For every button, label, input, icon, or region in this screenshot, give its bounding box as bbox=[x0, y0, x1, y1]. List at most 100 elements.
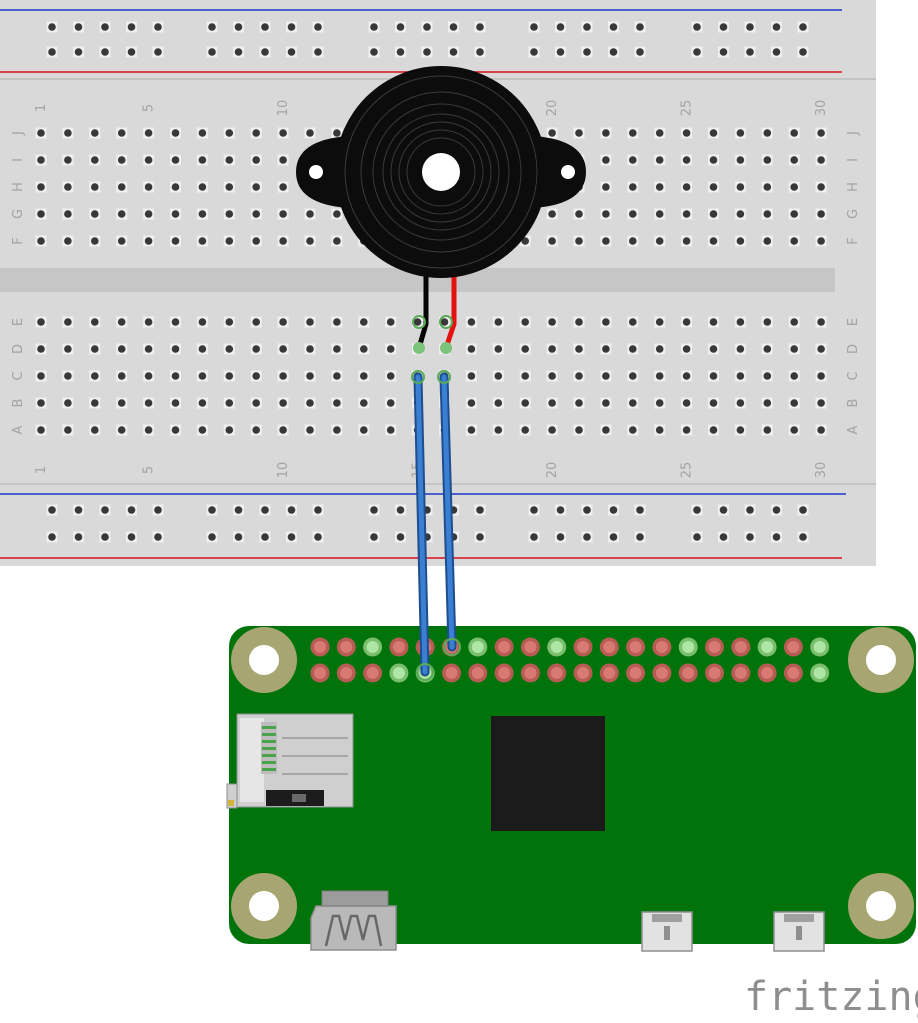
breadboard-hole bbox=[333, 372, 341, 380]
breadboard-hole bbox=[602, 210, 610, 218]
breadboard-hole bbox=[261, 23, 269, 31]
breadboard-hole bbox=[556, 533, 565, 541]
breadboard-hole bbox=[772, 506, 781, 514]
breadboard-hole bbox=[234, 533, 243, 541]
buzzer-lead-black bbox=[416, 276, 429, 349]
breadboard-hole bbox=[709, 237, 718, 245]
column-number: 1 bbox=[34, 104, 49, 112]
buzzer-flange-hole bbox=[561, 165, 575, 179]
breadboard-hole bbox=[279, 318, 287, 326]
gpio-pin bbox=[761, 667, 774, 679]
breadboard-hole bbox=[154, 533, 162, 541]
breadboard-hole bbox=[817, 372, 825, 380]
gpio-pin bbox=[813, 667, 826, 679]
breadboard-hole bbox=[790, 210, 798, 218]
breadboard-hole bbox=[719, 533, 728, 541]
breadboard-hole bbox=[494, 318, 503, 326]
breadboard-hole bbox=[548, 210, 556, 218]
mounting-hole bbox=[249, 891, 279, 921]
breadboard-hole bbox=[37, 399, 45, 407]
breadboard-hole bbox=[64, 156, 72, 164]
breadboard-hole bbox=[91, 372, 99, 380]
gpio-pin bbox=[392, 641, 405, 653]
breadboard-hole bbox=[333, 210, 341, 218]
breadboard-hole bbox=[127, 48, 136, 56]
breadboard-hole bbox=[682, 237, 691, 245]
row-letter: F bbox=[846, 237, 861, 244]
breadboard-hole bbox=[198, 156, 207, 164]
breadboard-hole bbox=[682, 183, 691, 191]
breadboard-hole bbox=[548, 237, 556, 245]
column-number: 30 bbox=[814, 462, 829, 479]
breadboard-hole bbox=[736, 345, 745, 353]
buzzer-ring bbox=[344, 75, 538, 269]
breadboard-hole bbox=[575, 426, 583, 434]
breadboard-hole bbox=[225, 183, 234, 191]
breadboard-hole bbox=[817, 210, 825, 218]
breadboard-hole bbox=[467, 372, 476, 380]
breadboard-hole bbox=[682, 372, 691, 380]
piezo-buzzer-icon bbox=[296, 66, 586, 278]
breadboard-hole bbox=[817, 237, 825, 245]
breadboard-hole bbox=[629, 345, 637, 353]
breadboard-hole bbox=[386, 345, 395, 353]
breadboard-hole bbox=[817, 318, 825, 326]
breadboard-hole bbox=[117, 426, 126, 434]
breadboard-hole bbox=[306, 210, 314, 218]
breadboard-hole bbox=[91, 129, 99, 137]
breadboard-hole bbox=[252, 372, 260, 380]
breadboard-hole bbox=[101, 506, 109, 514]
gpio-pin bbox=[813, 641, 826, 653]
row-letter: H bbox=[846, 182, 861, 192]
breadboard-hole bbox=[386, 372, 395, 380]
breadboard-hole bbox=[817, 129, 825, 137]
column-number: 20 bbox=[545, 100, 560, 117]
row-letter: A bbox=[11, 425, 26, 434]
breadboard-hole bbox=[709, 129, 718, 137]
breadboard-hole bbox=[709, 318, 718, 326]
breadboard-hole bbox=[476, 23, 484, 31]
breadboard-hole bbox=[37, 237, 45, 245]
breadboard-hole bbox=[763, 183, 772, 191]
breadboard-hole bbox=[817, 426, 825, 434]
breadboard-hole bbox=[64, 318, 72, 326]
lead-pin-highlights bbox=[411, 315, 461, 681]
breadboard-hole bbox=[655, 372, 664, 380]
breadboard-hole bbox=[64, 237, 72, 245]
breadboard-hole bbox=[423, 48, 431, 56]
breadboard-hole bbox=[530, 533, 538, 541]
mini-hdmi-port-icon bbox=[310, 890, 397, 951]
breadboard-hole bbox=[746, 48, 754, 56]
breadboard-hole bbox=[476, 533, 484, 541]
breadboard-hole bbox=[386, 426, 395, 434]
breadboard-hole bbox=[91, 156, 99, 164]
breadboard-hole bbox=[287, 23, 296, 31]
breadboard-hole bbox=[171, 345, 180, 353]
breadboard-hole bbox=[521, 318, 529, 326]
breadboard-hole bbox=[386, 399, 395, 407]
column-number: 30 bbox=[814, 100, 829, 117]
breadboard-hole bbox=[198, 183, 207, 191]
breadboard-hole bbox=[74, 533, 83, 541]
breadboard-hole bbox=[719, 23, 728, 31]
gpio-pin bbox=[682, 641, 695, 653]
mounting-holes bbox=[231, 627, 914, 939]
breadboard-hole bbox=[583, 533, 591, 541]
breadboard-hole bbox=[602, 129, 610, 137]
breadboard-hole bbox=[386, 318, 395, 326]
breadboard-hole bbox=[709, 210, 718, 218]
breadboard-hole bbox=[279, 426, 287, 434]
breadboard-hole bbox=[530, 23, 538, 31]
breadboard-hole bbox=[636, 506, 644, 514]
breadboard-hole bbox=[799, 533, 807, 541]
gpio-pin bbox=[708, 641, 721, 653]
gpio-pin bbox=[629, 641, 642, 653]
buzzer-flange-hole bbox=[309, 165, 323, 179]
breadboard-hole bbox=[64, 372, 72, 380]
breadboard-hole bbox=[556, 48, 565, 56]
breadboard-hole bbox=[763, 156, 772, 164]
buzzer-lead-red bbox=[443, 276, 457, 349]
breadboard-hole bbox=[602, 426, 610, 434]
gpio-pin bbox=[577, 641, 589, 653]
breadboard-hole bbox=[144, 183, 153, 191]
